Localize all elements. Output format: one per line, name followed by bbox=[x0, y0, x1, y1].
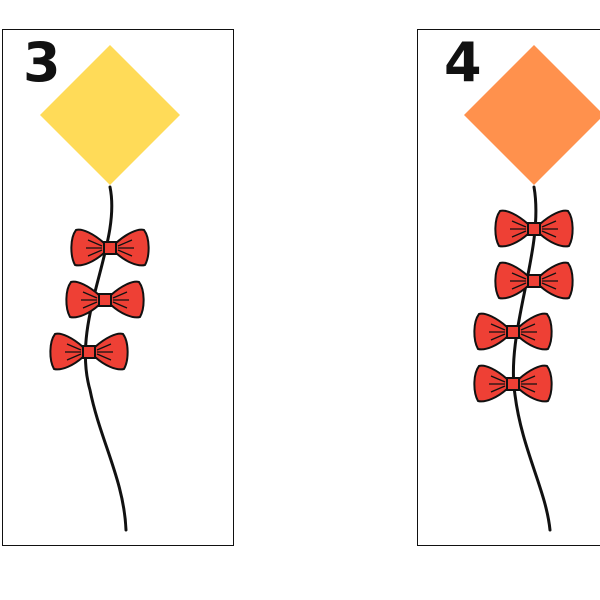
card-number: 3 bbox=[23, 31, 61, 94]
bow-icon bbox=[65, 280, 145, 319]
kite-icon bbox=[464, 45, 600, 185]
kite-group-3 bbox=[40, 45, 180, 532]
kite-group-4 bbox=[464, 45, 600, 532]
bow-icon bbox=[494, 261, 574, 300]
kite-icon bbox=[40, 45, 180, 185]
card-number: 4 bbox=[444, 31, 482, 94]
bow-icon bbox=[473, 312, 553, 351]
bow-icon bbox=[49, 332, 129, 371]
